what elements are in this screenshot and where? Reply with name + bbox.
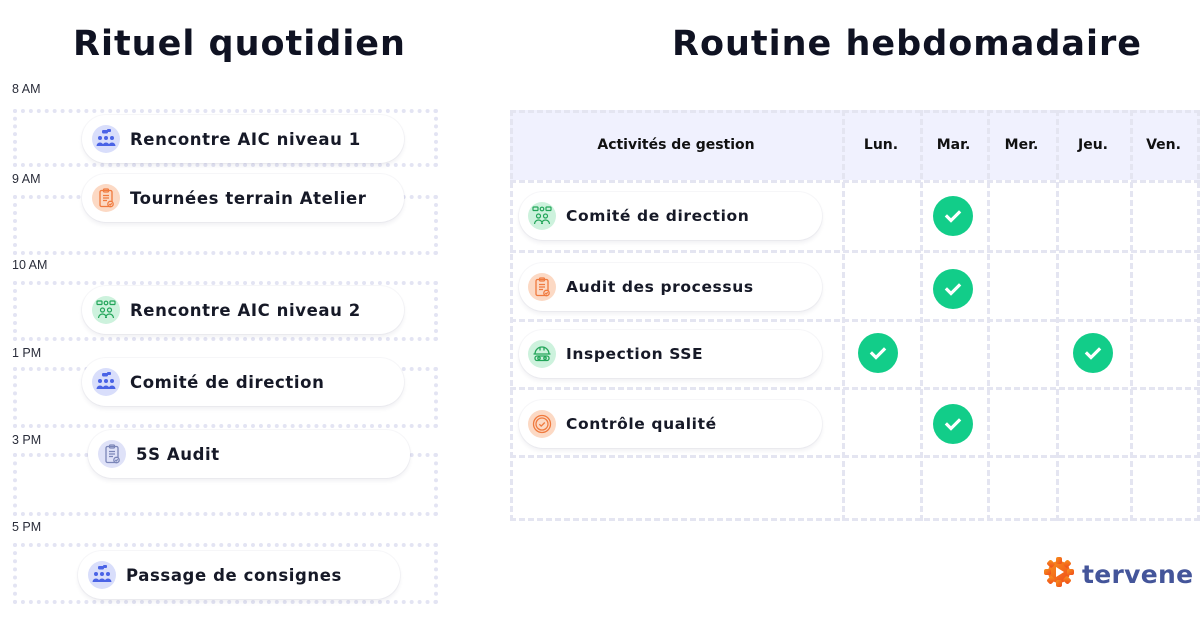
brand-name: tervene [1082, 559, 1194, 589]
time-label: 8 AM [12, 82, 41, 96]
time-label: 3 PM [12, 433, 42, 447]
tervene-logo: tervene [1042, 555, 1193, 593]
grid-line [510, 455, 1200, 458]
table-row-activity[interactable]: Comité de direction [519, 192, 822, 240]
grid-line [1056, 110, 1059, 521]
check-icon [933, 404, 973, 444]
time-slot [13, 281, 438, 341]
time-slot [13, 109, 438, 167]
grid-line [510, 319, 1200, 322]
grid-line [510, 518, 1200, 521]
check-icon [858, 333, 898, 373]
gear-play-icon [1042, 555, 1076, 593]
activity-label: Audit des processus [566, 278, 754, 296]
weekly-routine-title: Routine hebdomadaire [672, 24, 1143, 64]
column-header-friday: Ven. [1146, 137, 1181, 153]
time-label: 10 AM [12, 258, 48, 272]
activity-label: Comité de direction [130, 372, 325, 392]
activity-label: Inspection SSE [566, 345, 704, 363]
column-header-wednesday: Mer. [1004, 137, 1039, 153]
activity-label: Rencontre AIC niveau 1 [130, 129, 361, 149]
clipboard-check-icon [98, 440, 126, 468]
time-label: 1 PM [12, 346, 42, 360]
daily-activity-card[interactable]: Comité de direction [82, 358, 404, 406]
grid-line [1130, 110, 1133, 521]
clipboard-check-icon [92, 184, 120, 212]
activity-label: Passage de consignes [126, 565, 342, 585]
grid-line [510, 110, 513, 521]
table-row-activity[interactable]: Audit des processus [519, 263, 822, 311]
grid-line [1197, 110, 1200, 521]
time-label: 9 AM [12, 172, 41, 186]
column-header-monday: Lun. [863, 137, 899, 153]
group-discussion-icon [528, 202, 556, 230]
grid-line [920, 110, 923, 521]
team-meeting-icon [92, 125, 120, 153]
group-discussion-icon [92, 296, 120, 324]
quality-seal-icon [528, 410, 556, 438]
daily-activity-card[interactable]: Rencontre AIC niveau 2 [82, 286, 404, 334]
clipboard-check-icon [528, 273, 556, 301]
daily-activity-card[interactable]: Rencontre AIC niveau 1 [82, 115, 404, 163]
activity-label: Rencontre AIC niveau 2 [130, 300, 361, 320]
grid-line [510, 110, 1200, 113]
activity-label: Comité de direction [566, 207, 750, 225]
table-row-activity[interactable]: Contrôle qualité [519, 400, 822, 448]
daily-activity-card[interactable]: 5S Audit [88, 430, 410, 478]
daily-ritual-title: Rituel quotidien [73, 24, 406, 64]
activity-label: 5S Audit [136, 444, 220, 464]
grid-line [842, 110, 845, 521]
check-icon [1073, 333, 1113, 373]
activity-label: Tournées terrain Atelier [130, 188, 367, 208]
column-header-activity: Activités de gestion [597, 137, 755, 153]
grid-line [510, 387, 1200, 390]
table-header-background [510, 110, 1200, 180]
column-header-tuesday: Mar. [936, 137, 971, 153]
hard-hat-goggles-icon [528, 340, 556, 368]
table-row-activity[interactable]: Inspection SSE [519, 330, 822, 378]
team-meeting-icon [92, 368, 120, 396]
grid-line [510, 250, 1200, 253]
check-icon [933, 269, 973, 309]
daily-activity-card[interactable]: Passage de consignes [78, 551, 400, 599]
grid-line [510, 180, 1200, 183]
column-header-thursday: Jeu. [1078, 137, 1108, 153]
weekly-routine-table: Activités de gestion Lun. Mar. Mer. Jeu.… [510, 110, 1200, 521]
time-label: 5 PM [12, 520, 42, 534]
team-meeting-icon [88, 561, 116, 589]
daily-activity-card[interactable]: Tournées terrain Atelier [82, 174, 404, 222]
activity-label: Contrôle qualité [566, 415, 717, 433]
check-icon [933, 196, 973, 236]
grid-line [987, 110, 990, 521]
time-slot [13, 543, 438, 604]
